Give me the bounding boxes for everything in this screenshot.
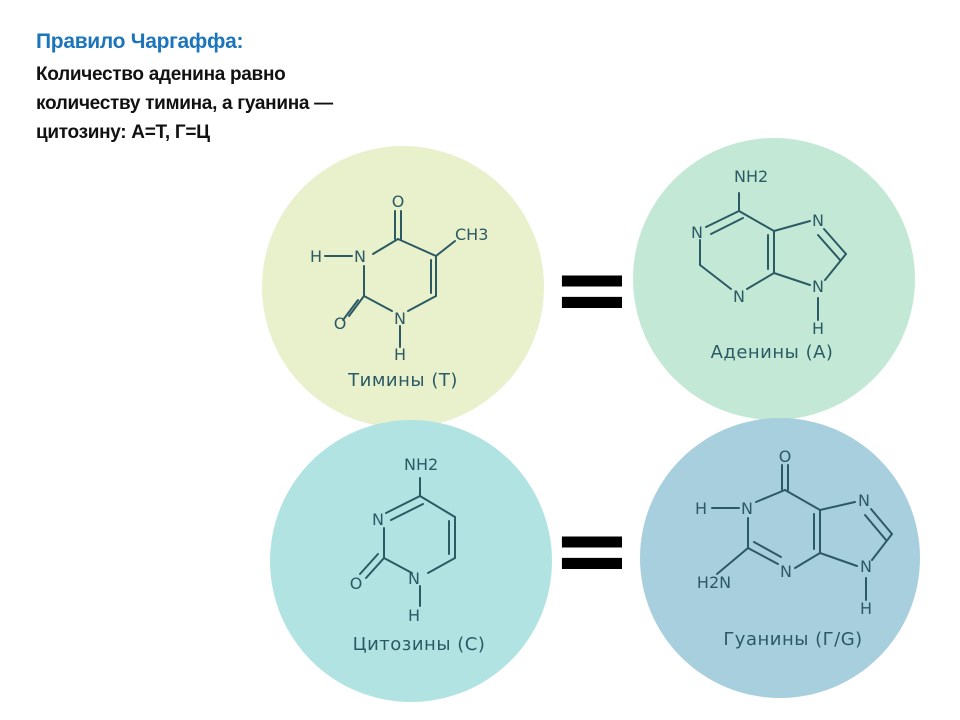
- thymine-atom-h-bottom: H: [394, 345, 406, 364]
- guanine-atom-h1: H: [695, 499, 707, 518]
- cytosine-structure: [359, 477, 456, 607]
- adenine-atom-h9: H: [812, 319, 824, 338]
- adenine-atom-n9: N: [812, 277, 824, 296]
- cytosine-circle: [270, 420, 552, 702]
- cytosine-caption: Цитозины (С): [353, 634, 486, 655]
- guanine-atom-n3: N: [780, 562, 792, 581]
- thymine-atom-n-bottom: N: [394, 309, 406, 328]
- cytosine-atom-o: O: [350, 574, 363, 593]
- guanine-atom-h9: H: [860, 599, 872, 618]
- guanine-caption: Гуанины (Г/G): [723, 629, 862, 650]
- adenine-atom-n7: N: [812, 211, 824, 230]
- cytosine-atom-n1: N: [408, 569, 420, 588]
- thymine-atom-ch3: CH3: [455, 225, 488, 244]
- thymine-group: O CH3 H N O N H Тимины (Т): [262, 146, 544, 428]
- statement-line-1: Количество аденина равно: [36, 64, 286, 85]
- rule-statement: Количество аденина равно количеству тими…: [36, 60, 376, 147]
- guanine-atom-n1: N: [741, 499, 753, 518]
- cytosine-atom-n3: N: [372, 510, 384, 529]
- statement-line-2: количеству тимина, а гуанина —: [36, 93, 333, 114]
- equals-sign-top: =: [552, 233, 632, 345]
- guanine-atom-nh2: H2N: [697, 573, 731, 592]
- guanine-atom-n9: N: [860, 557, 872, 576]
- adenine-group: NH2 N N N N H Аденины (А): [633, 138, 915, 420]
- thymine-atom-o-top: O: [392, 192, 405, 211]
- thymine-circle: [262, 146, 544, 428]
- guanine-atom-o: O: [779, 447, 792, 466]
- cytosine-atom-h1: H: [408, 606, 420, 625]
- guanine-atom-n7: N: [858, 491, 870, 510]
- slide-title: Правило Чаргаффа:: [36, 30, 244, 53]
- equals-sign-bottom: =: [552, 494, 632, 606]
- guanine-group: O H N N H2N N N H Гуанины (Г/G): [640, 418, 920, 698]
- thymine-atom-o-bottom: O: [334, 314, 347, 333]
- adenine-atom-n3: N: [733, 287, 745, 306]
- thymine-caption: Тимины (Т): [347, 370, 458, 391]
- adenine-caption: Аденины (А): [711, 342, 834, 363]
- statement-line-3: цитозину: А=Т, Г=Ц: [36, 122, 210, 143]
- cytosine-atom-nh2: NH2: [404, 455, 438, 474]
- guanine-structure: [711, 464, 893, 601]
- thymine-structure: [324, 210, 456, 348]
- thymine-atom-h-left: H: [310, 247, 322, 266]
- adenine-circle: [633, 138, 915, 420]
- cytosine-group: NH2 N O N H Цитозины (С): [270, 420, 552, 702]
- adenine-atom-n1: N: [691, 223, 703, 242]
- guanine-circle: [640, 418, 920, 698]
- thymine-atom-n-left: N: [354, 247, 366, 266]
- adenine-structure: [699, 192, 847, 321]
- adenine-atom-nh2: NH2: [734, 167, 768, 186]
